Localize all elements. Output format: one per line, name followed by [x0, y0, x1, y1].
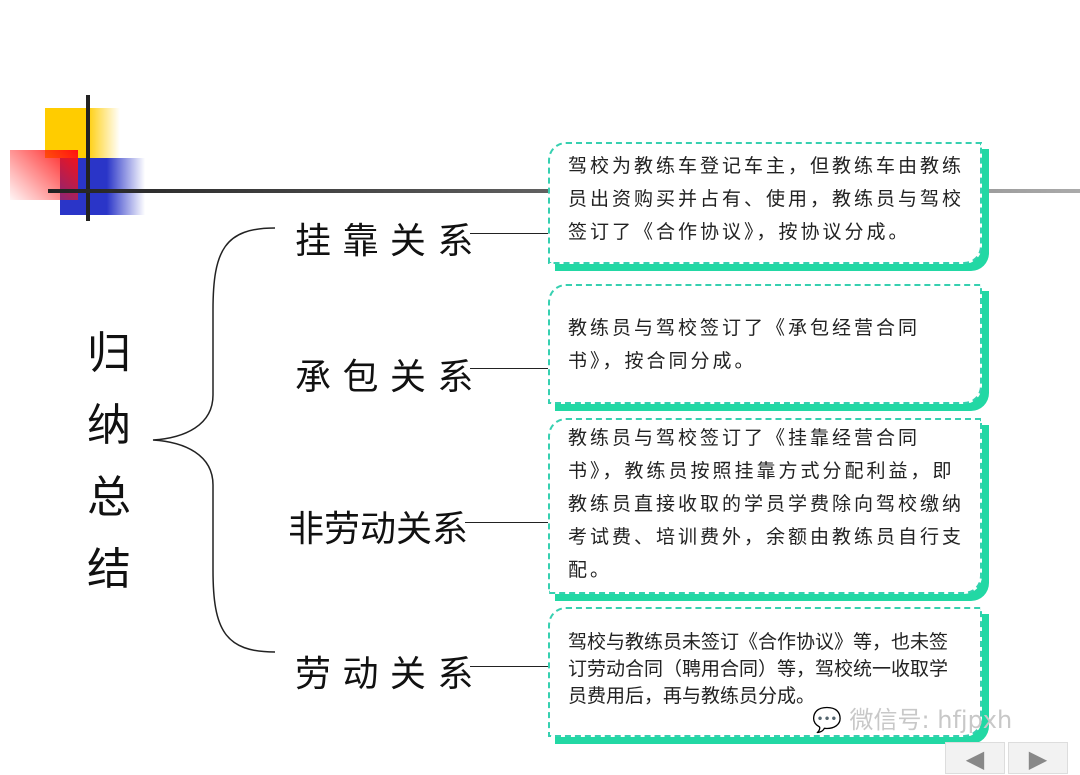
decor-yellow-square: [45, 108, 120, 158]
prev-slide-button[interactable]: ◀: [945, 742, 1005, 774]
wechat-icon: 💬: [812, 706, 842, 734]
relation-label-non-labor: 非劳动关系: [288, 509, 469, 550]
connector-line: [470, 666, 548, 667]
relation-box-guakao: 驾校为教练车登记车主，但教练车由教练员出资购买并占有、使用，教练员与驾校签订了《…: [548, 142, 982, 264]
relation-description: 教练员与驾校签订了《挂靠经营合同书》，教练员按照挂靠方式分配利益，即教练员直接收…: [568, 427, 965, 581]
relation-label-labor: 劳 动 关 系: [295, 654, 474, 695]
relation-description: 驾校与教练员未签订《合作协议》等，也未签订劳动合同（聘用合同）等，驾校统一收取学…: [568, 631, 949, 707]
connector-line: [470, 368, 548, 369]
next-slide-button[interactable]: ▶: [1008, 742, 1068, 774]
relation-box-chengbao: 教练员与驾校签订了《承包经营合同书》，按合同分成。: [548, 284, 982, 404]
relation-description: 驾校为教练车登记车主，但教练车由教练员出资购买并占有、使用，教练员与驾校签订了《…: [568, 155, 965, 243]
watermark-text: 微信号: hfjpxh: [849, 706, 1013, 734]
decor-vertical-line: [86, 95, 90, 221]
summary-title: 归纳总结: [87, 328, 131, 595]
relation-box-labor: 驾校与教练员未签订《合作协议》等，也未签订劳动合同（聘用合同）等，驾校统一收取学…: [548, 607, 982, 737]
relation-label-chengbao: 承 包 关 系: [295, 357, 474, 398]
relation-description: 教练员与驾校签订了《承包经营合同书》，按合同分成。: [568, 317, 921, 372]
curly-brace: [152, 227, 276, 653]
connector-line: [470, 233, 548, 234]
connector-line: [465, 522, 548, 523]
relation-box-non-labor: 教练员与驾校签订了《挂靠经营合同书》，教练员按照挂靠方式分配利益，即教练员直接收…: [548, 418, 982, 594]
watermark: 💬 微信号: hfjpxh: [812, 700, 1012, 735]
relation-label-guakao: 挂 靠 关 系: [295, 221, 474, 262]
